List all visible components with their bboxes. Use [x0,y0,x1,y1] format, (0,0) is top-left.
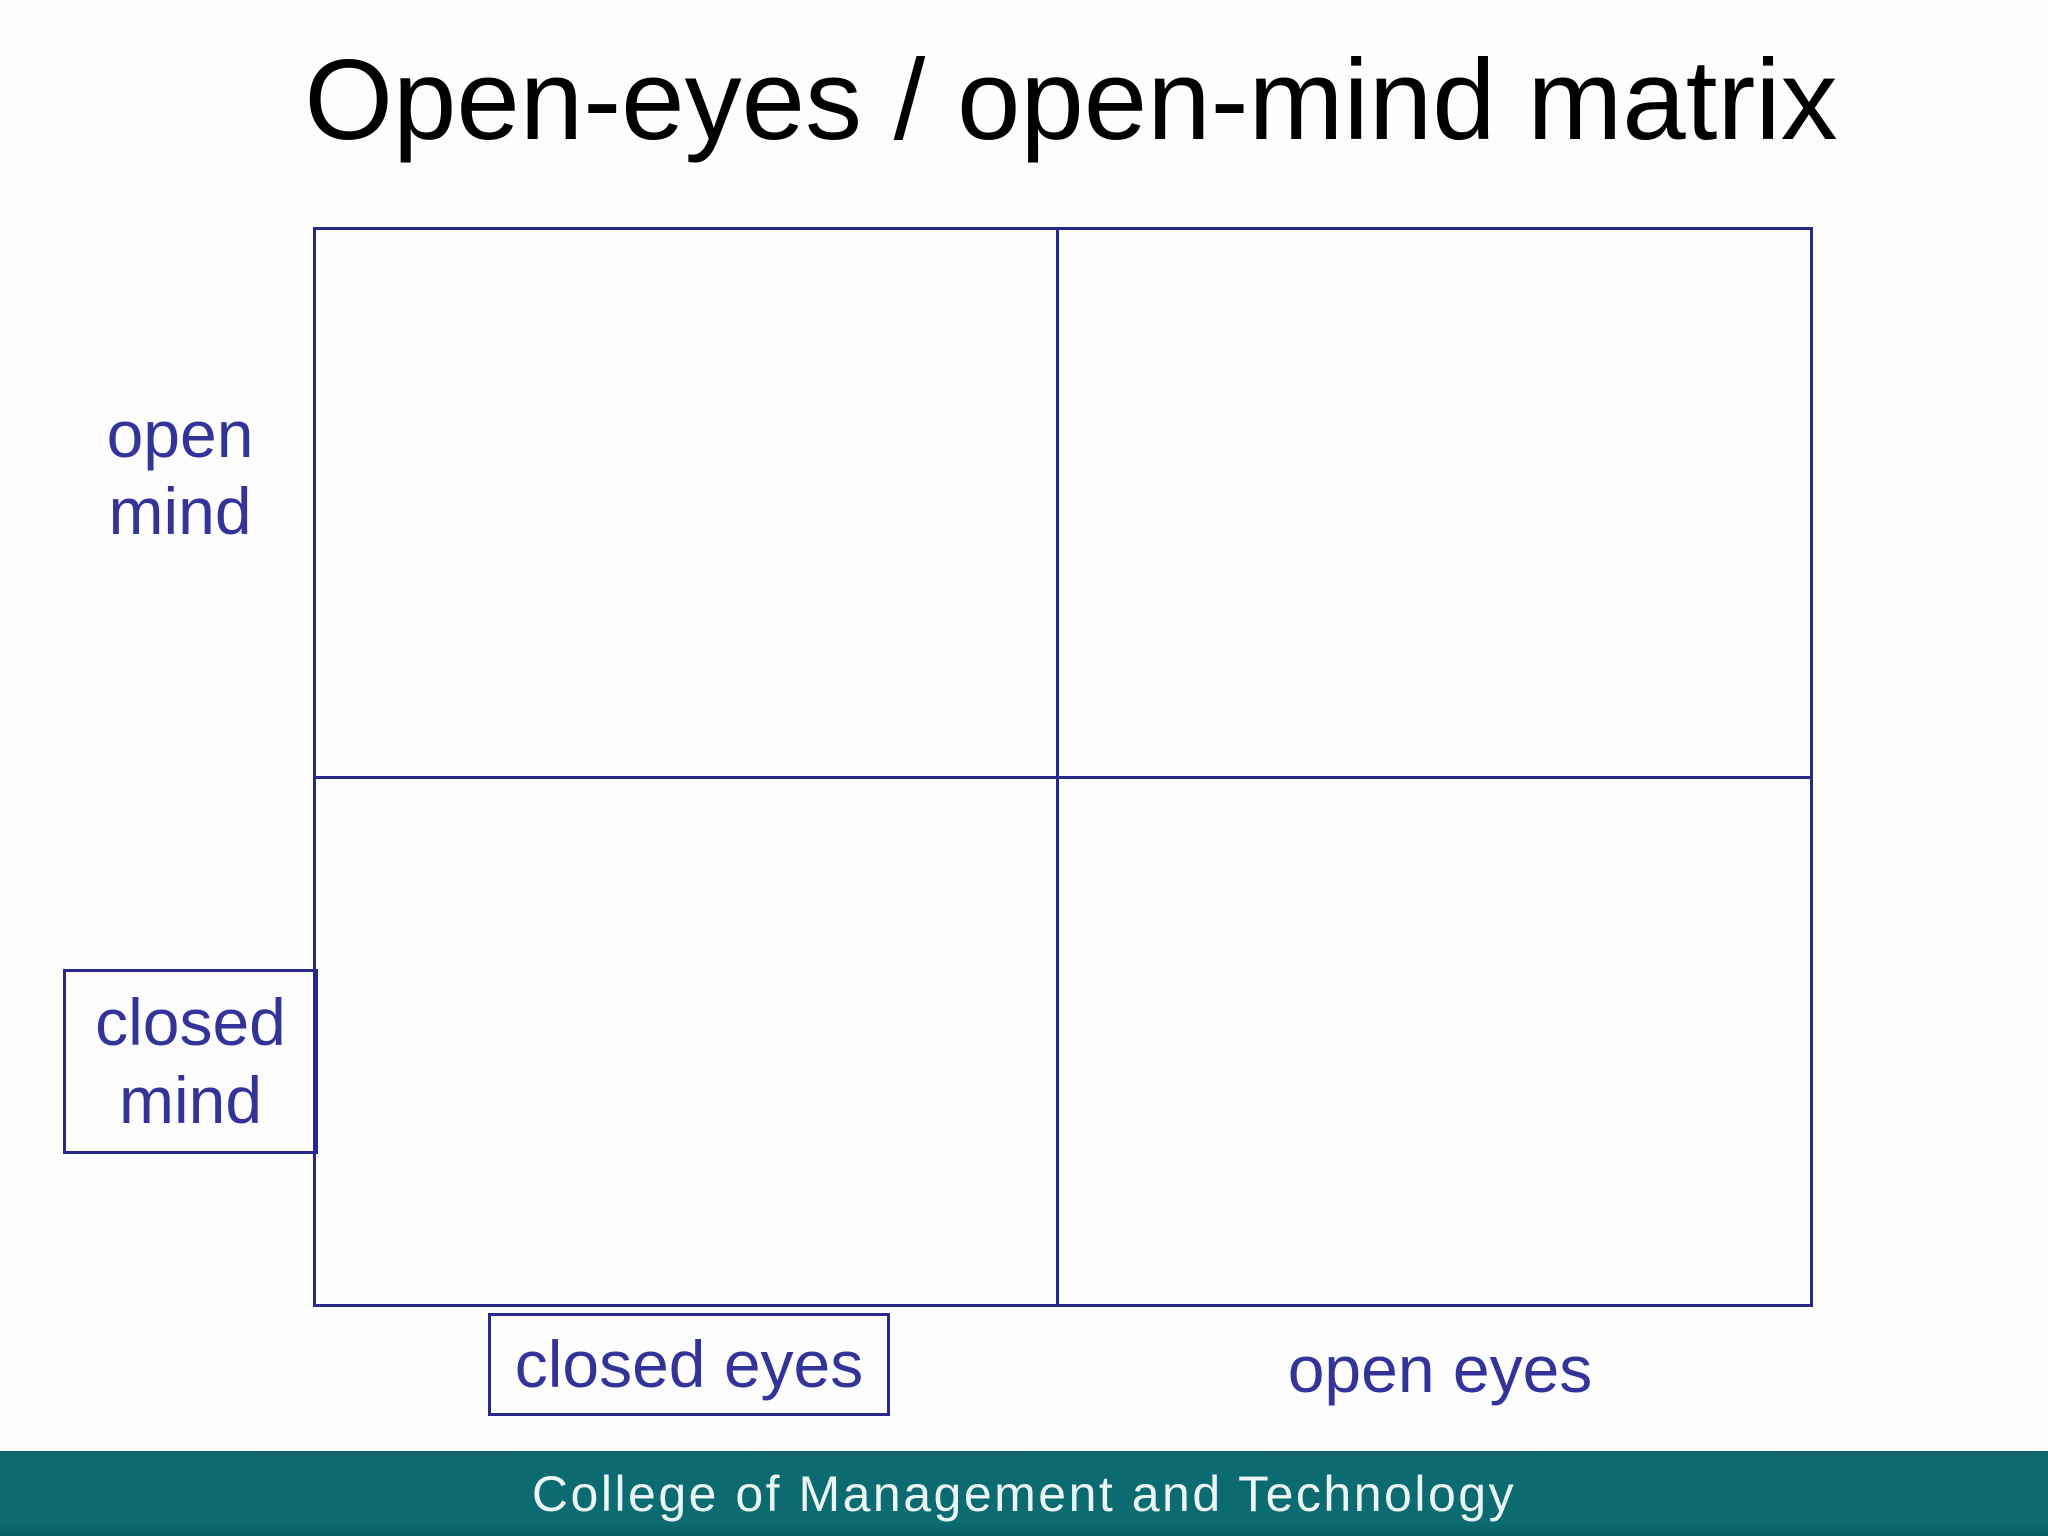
row-label-open-mind: open mind [106,397,254,549]
matrix-horizontal-divider [316,776,1810,779]
slide-title: Open-eyes / open-mind matrix [304,37,1838,164]
quadrant-closed-mind-open-eyes [1059,779,1810,1304]
quadrant-open-mind-closed-eyes [316,230,1056,776]
footer-text: College of Management and Technology [531,1465,1517,1522]
row-label-closed-mind-box: closed mind [63,969,318,1154]
matrix-grid [313,227,1813,1307]
quadrant-closed-mind-closed-eyes [316,779,1056,1304]
footer-bar: College of Management and Technology [0,1451,2048,1536]
col-label-closed-eyes-box: closed eyes [488,1313,890,1416]
matrix-vertical-divider [1056,230,1059,1304]
col-label-open-eyes: open eyes [1287,1332,1593,1406]
row-label-closed-mind: closed mind [95,985,286,1137]
quadrant-open-mind-open-eyes [1059,230,1810,776]
col-label-closed-eyes: closed eyes [514,1326,864,1401]
